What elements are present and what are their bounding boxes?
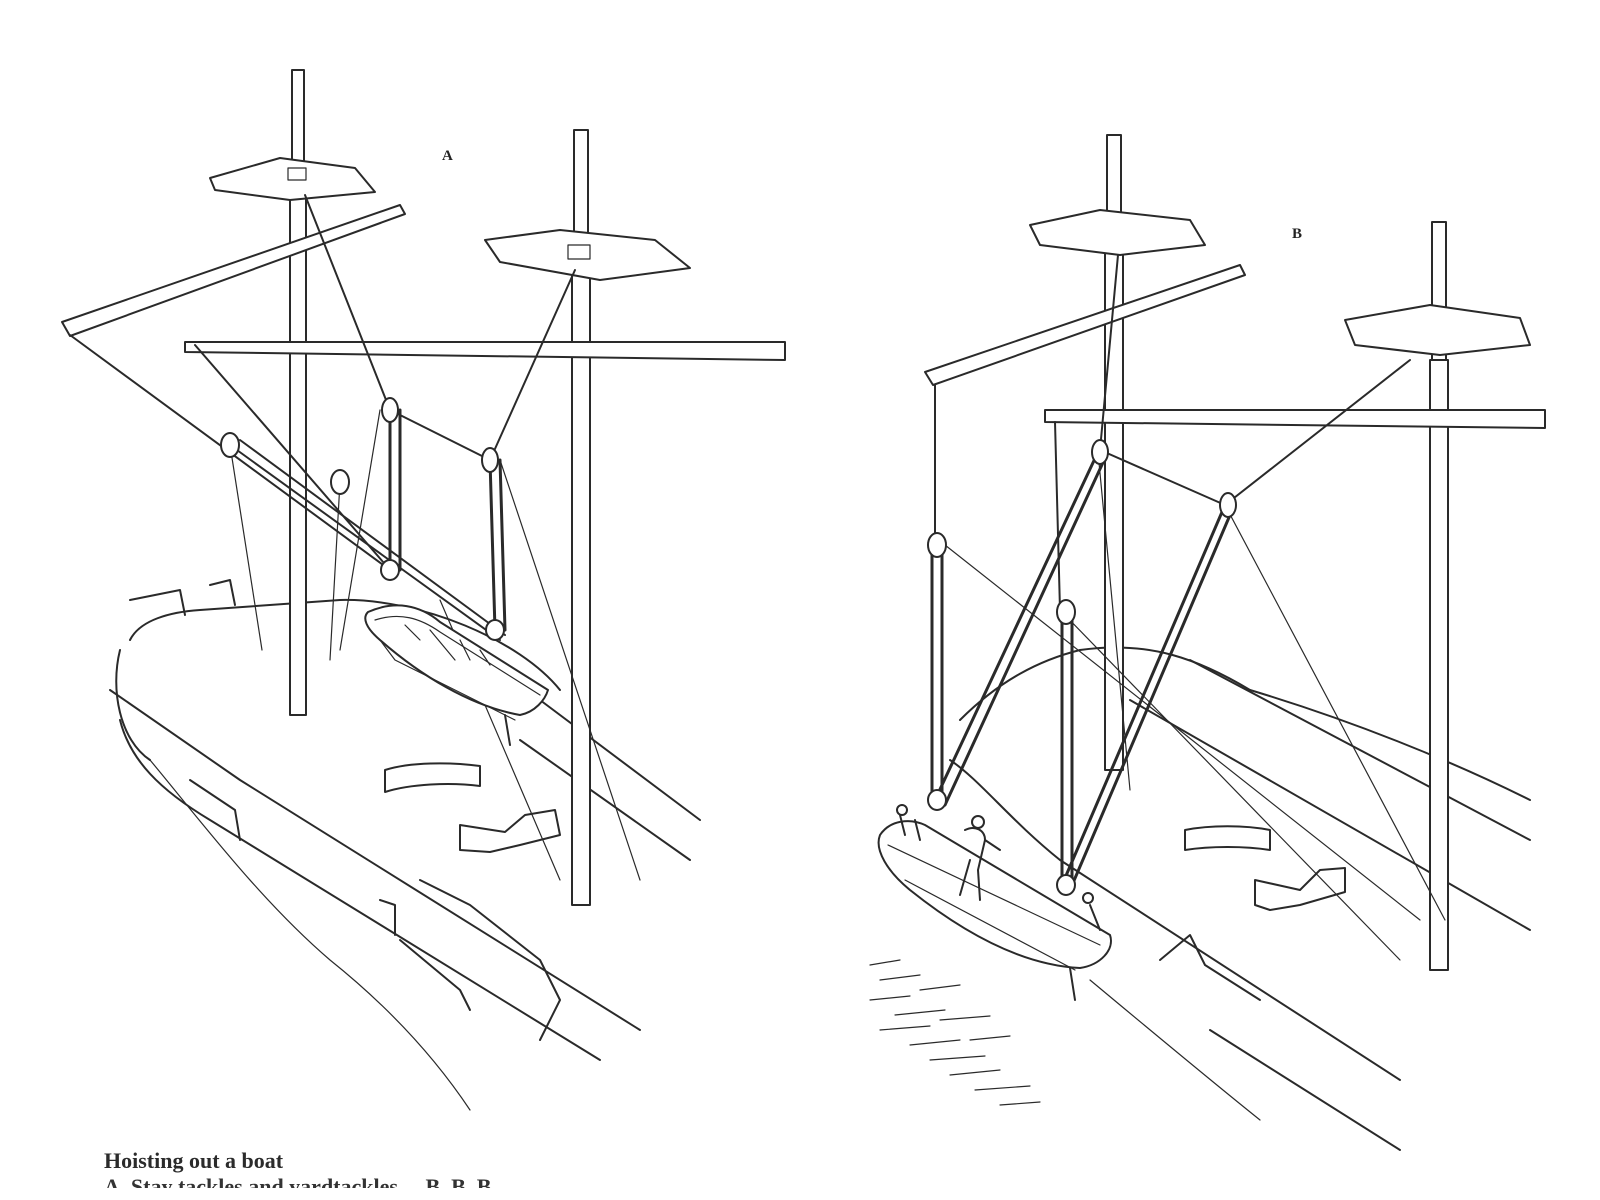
panel-b-masts: [1029, 134, 1531, 971]
panel-a-masts: [209, 69, 691, 906]
panel-label-b: B: [1292, 226, 1303, 242]
panel-b-yards: [924, 264, 1546, 429]
panel-b-hull: [949, 646, 1531, 1151]
panel-a-drawing: [61, 69, 786, 1111]
panel-label-a: A: [442, 148, 453, 164]
panel-b-water: [869, 959, 1041, 1106]
panel-b-boat: [877, 804, 1112, 1001]
panel-b-rigging: [927, 254, 1446, 961]
panel-a-boat: [364, 604, 549, 746]
caption-subtitle: A. Stay tackles and yardtackles ... B. B…: [104, 1174, 497, 1188]
figure-caption: Hoisting out a boat A. Stay tackles and …: [104, 1148, 1004, 1188]
panel-a-yards: [61, 204, 786, 361]
caption-title: Hoisting out a boat: [104, 1148, 284, 1173]
panel-b-drawing: [869, 134, 1546, 1151]
panel-a-hull: [109, 579, 701, 1111]
